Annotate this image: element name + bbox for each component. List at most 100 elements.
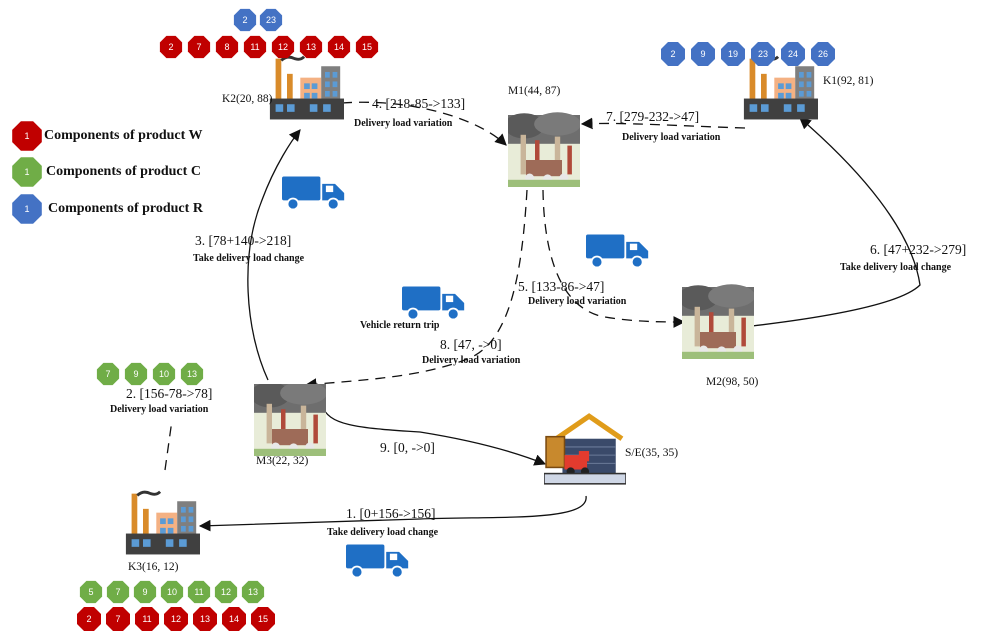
k3-red-badge-number: 15 (258, 614, 268, 624)
node-label-k2: K2(20, 88) (222, 93, 272, 105)
k2-bottom-badge: 2 (160, 36, 182, 58)
k3-green-badge: 13 (242, 581, 264, 603)
k1-badge-number: 23 (758, 49, 768, 59)
k2-bottom-badge-number: 12 (278, 42, 288, 52)
truck-icon (282, 177, 344, 210)
k3-green-badge: 5 (80, 581, 102, 603)
route-note-7: Delivery load variation (622, 132, 720, 143)
k3-green-badge: 9 (134, 581, 156, 603)
k3-red-badge-number: 13 (200, 614, 210, 624)
k3-green-badge: 10 (161, 581, 183, 603)
route-step-5: 5. [133-86->47] (518, 279, 604, 295)
factory-k1-icon (744, 57, 818, 120)
k2-top-badge-number: 2 (242, 15, 247, 25)
k3-red-badge: 13 (193, 607, 217, 631)
node-label-m2: M2(98, 50) (706, 376, 758, 388)
route-step-3: 3. [78+140->218] (195, 233, 291, 249)
route-step-6: 6. [47+232->279] (870, 242, 966, 258)
k3-green-badge-number: 9 (142, 587, 147, 597)
m3-badge: 7 (97, 363, 119, 385)
k2-bottom-badge-number: 15 (362, 42, 372, 52)
m3-badge-number: 7 (105, 369, 110, 379)
plant-m3-icon (250, 381, 327, 456)
k2-bottom-badge-number: 8 (224, 42, 229, 52)
route-note-4: Delivery load variation (354, 118, 452, 129)
route-note-8: Delivery load variation (422, 355, 520, 366)
m3-badge-number: 13 (187, 369, 197, 379)
k3-red-badge: 11 (135, 607, 159, 631)
route-step-7: 7. [279-232->47] (606, 109, 699, 125)
trucks (282, 177, 648, 578)
k2-bottom-badge-number: 2 (168, 42, 173, 52)
route-note-2: Delivery load variation (110, 404, 208, 415)
k3-red-badge: 7 (106, 607, 130, 631)
route-note-1: Take delivery load change (327, 527, 438, 538)
route-step-9: 9. [0, ->0] (380, 440, 435, 456)
k1-badge: 2 (661, 42, 685, 66)
truck-icon (586, 235, 648, 268)
route-step-2: 2. [156-78->78] (126, 386, 212, 402)
edge-k3-to-m3 (165, 420, 172, 470)
k2-top-badge-number: 23 (266, 15, 276, 25)
route-step-4: 4. [218-85->133] (372, 96, 465, 112)
legend-octagon-icon: 1 (12, 157, 42, 187)
k2-bottom-badge: 13 (300, 36, 322, 58)
k3-red-badge: 12 (164, 607, 188, 631)
m3-badge-number: 10 (159, 369, 169, 379)
legend-label-r: Components of product R (48, 201, 203, 217)
m3-badge: 13 (181, 363, 203, 385)
legend-number: 1 (24, 131, 29, 141)
route-note-6: Take delivery load change (840, 262, 951, 273)
k2-bottom-badge-number: 14 (334, 42, 344, 52)
k3-green-badge-number: 7 (115, 587, 120, 597)
route-note-5: Delivery load variation (528, 296, 626, 307)
legend-octagon-icon: 1 (12, 121, 42, 151)
k2-top-badge: 2 (234, 9, 256, 31)
k2-bottom-badge-number: 13 (306, 42, 316, 52)
k3-red-badge-number: 14 (229, 614, 239, 624)
k1-badge-number: 2 (670, 49, 675, 59)
edge-m2-to-k1 (752, 118, 920, 326)
k2-bottom-badge: 8 (216, 36, 238, 58)
k2-bottom-badge-number: 7 (196, 42, 201, 52)
legend-marks: 1 1 1 (12, 121, 42, 224)
k2-top-badge: 23 (260, 9, 282, 31)
k1-badge: 24 (781, 42, 805, 66)
k1-badge-number: 19 (728, 49, 738, 59)
route-step-8: 8. [47, ->0] (440, 337, 502, 353)
k1-badge-number: 24 (788, 49, 798, 59)
route-note-3: Take delivery load change (193, 253, 304, 264)
k3-green-badge: 11 (188, 581, 210, 603)
plant-m2-icon (678, 284, 755, 359)
legend-number: 1 (24, 204, 29, 214)
k3-green-badge-number: 12 (221, 587, 231, 597)
k3-red-badge: 2 (77, 607, 101, 631)
factory-k3-icon (126, 492, 200, 555)
k3-red-badge-number: 7 (115, 614, 120, 624)
k1-badge: 19 (721, 42, 745, 66)
legend-octagon-icon: 1 (12, 194, 42, 224)
node-label-k3: K3(16, 12) (128, 561, 178, 573)
k3-red-badge: 15 (251, 607, 275, 631)
route-step-1: 1. [0+156->156] (346, 506, 435, 522)
m3-badge: 10 (153, 363, 175, 385)
truck-icon (346, 545, 408, 578)
k3-green-badge: 12 (215, 581, 237, 603)
factory-k2-icon (270, 57, 344, 120)
depot-se-icon (544, 416, 626, 484)
node-label-m3: M3(22, 32) (256, 455, 308, 467)
legend-label-w: Components of product W (44, 128, 203, 144)
k1-badge-number: 9 (700, 49, 705, 59)
k1-badge: 26 (811, 42, 835, 66)
k3-green-badge: 7 (107, 581, 129, 603)
m3-badge: 9 (125, 363, 147, 385)
k2-bottom-badge: 7 (188, 36, 210, 58)
plant-m1-icon (504, 112, 581, 187)
k3-green-badge-number: 13 (248, 587, 258, 597)
node-label-m1: M1(44, 87) (508, 85, 560, 97)
k3-green-badge-number: 10 (167, 587, 177, 597)
node-label-k1: K1(92, 81) (823, 75, 873, 87)
k3-red-badge-number: 12 (171, 614, 181, 624)
k2-bottom-badge: 14 (328, 36, 350, 58)
